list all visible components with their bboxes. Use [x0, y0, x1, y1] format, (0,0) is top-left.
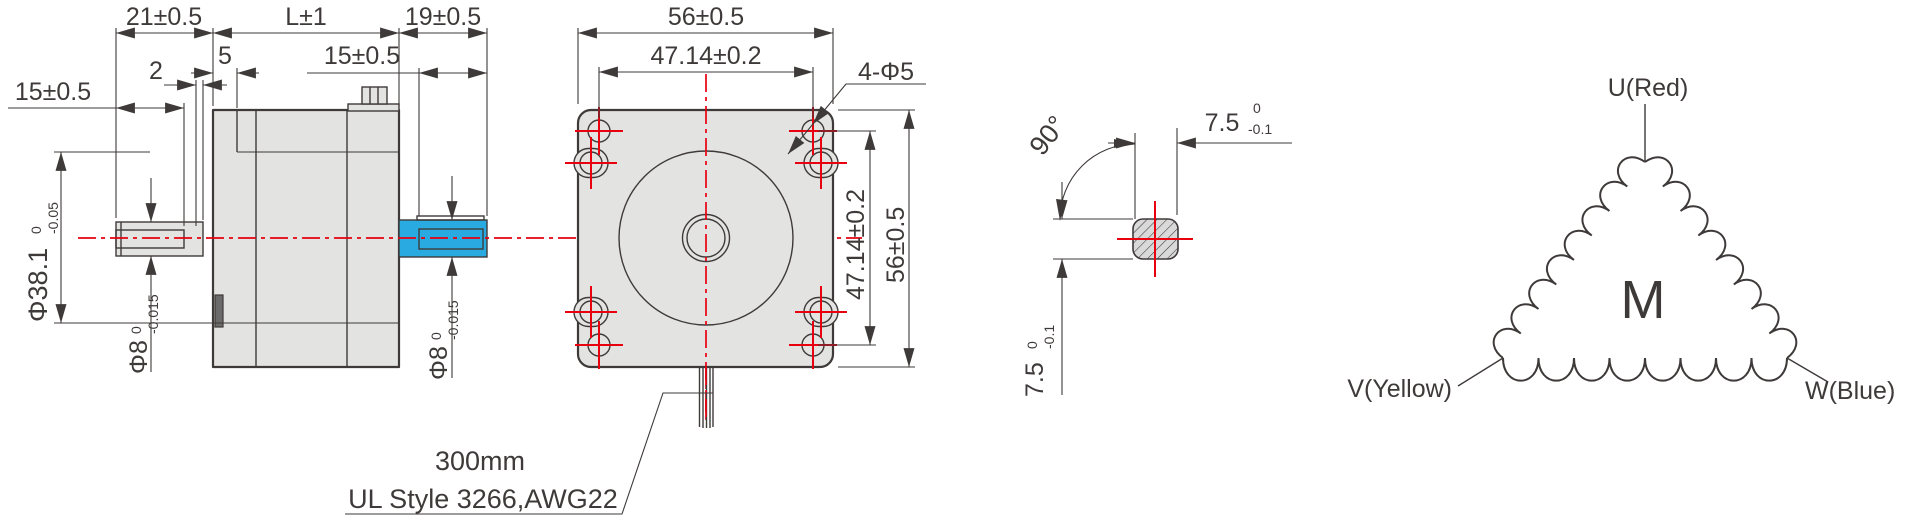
dim-21: 21±0.5	[116, 3, 213, 39]
lead-wires	[698, 367, 714, 428]
cable-note: 300mm UL Style 3266,AWG22	[345, 392, 713, 515]
dim-75-top: 7.5 0 -0.1	[1108, 100, 1292, 149]
dim-56-top: 56±0.5	[578, 3, 833, 39]
tolerance-upper: 0	[28, 226, 44, 234]
dim-4714-right: 47.14±0.2	[842, 131, 876, 345]
dim-label: 47.14±0.2	[842, 189, 870, 300]
tolerance-lower: -0.1	[1041, 325, 1057, 349]
dim-label: 19±0.5	[405, 3, 481, 31]
front-view: 56±0.5 47.14±0.2 4-Φ5 47.14±0.2	[345, 3, 926, 515]
motor-symbol: M	[1621, 270, 1666, 330]
dim-label: Φ38.1	[23, 248, 53, 322]
dim-dia8-rear: Φ8 0 -0.015	[125, 178, 161, 374]
tolerance-lower: -0.015	[445, 300, 461, 340]
front-shaft-flat	[418, 228, 484, 250]
wiring-diagram: U(Red) V(Yellow) W(Blue) M	[1347, 74, 1895, 405]
dim-4phi5: 4-Φ5	[787, 58, 926, 155]
dim-label: 56±0.5	[668, 3, 744, 31]
cable-length-label: 300mm	[435, 446, 525, 476]
phase-u-label: U(Red)	[1608, 74, 1689, 102]
tolerance-upper: 0	[1253, 100, 1261, 116]
cable-spec-label: UL Style 3266,AWG22	[348, 484, 618, 514]
dim-label: Φ8	[125, 340, 153, 374]
dim-19: 19±0.5	[399, 3, 487, 39]
dim-label: 90°	[1024, 110, 1073, 161]
front-shaft-flat-edge	[416, 215, 485, 221]
connector-base	[347, 103, 400, 112]
coil-winding-right	[1644, 156, 1798, 359]
cable-leader	[345, 392, 713, 515]
dim-15-rear: 15±0.5	[8, 78, 184, 114]
rear-shaft-flat	[115, 229, 185, 249]
dim-56-right: 56±0.5	[882, 110, 915, 367]
phase-w-lead	[1786, 357, 1829, 383]
tolerance-upper: 0	[1024, 341, 1040, 349]
dim-label: L±1	[285, 3, 327, 31]
dim-90deg: 90°	[1024, 110, 1136, 221]
dim-label: 4-Φ5	[858, 58, 914, 86]
connector-body	[361, 86, 388, 105]
dim-label: Φ8	[425, 346, 453, 380]
dim-label: 56±0.5	[882, 207, 910, 283]
phase-v-label: V(Yellow)	[1347, 375, 1452, 403]
phase-w-label: W(Blue)	[1805, 377, 1895, 405]
dim-dia8-front: Φ8 0 -0.015	[425, 176, 461, 380]
dim-label: 2	[149, 57, 163, 85]
rear-shaft	[115, 221, 204, 257]
dim-5: 5	[191, 42, 259, 79]
dim-label: 5	[218, 42, 232, 70]
dim-L: L±1	[213, 3, 399, 39]
dim-label: 15±0.5	[15, 78, 91, 106]
dim-label: 7.5	[1021, 362, 1049, 397]
tolerance-upper: 0	[428, 332, 444, 340]
dim-15-front: 15±0.5	[307, 42, 487, 79]
phase-v-lead	[1457, 357, 1504, 387]
tolerance-upper: 0	[128, 326, 144, 334]
dim-label: 47.14±0.2	[650, 42, 761, 70]
dim-label: 7.5	[1205, 109, 1240, 137]
tolerance-lower: -0.05	[45, 202, 61, 234]
dim-label: 15±0.5	[324, 42, 400, 70]
shaft-detail-view: 7.5 0 -0.1 7.5 0 -0.1 90°	[1021, 100, 1292, 397]
coil-winding-bottom	[1502, 357, 1788, 382]
tolerance-lower: -0.015	[145, 294, 161, 334]
tolerance-lower: -0.1	[1248, 121, 1272, 137]
coil-winding-left	[1492, 156, 1646, 359]
dim-2: 2	[149, 57, 227, 91]
shaft-section-crosshair	[1117, 201, 1193, 277]
side-view: 21±0.5 L±1 19±0.5 15±0.5 5 2	[8, 3, 862, 380]
dim-label: 21±0.5	[126, 3, 202, 31]
dim-75-left: 7.5 0 -0.1	[1021, 182, 1068, 397]
dim-4714-top: 47.14±0.2	[599, 42, 813, 78]
dim-dia381: Φ38.1 0 -0.05	[23, 151, 399, 324]
body-slot	[214, 294, 224, 328]
